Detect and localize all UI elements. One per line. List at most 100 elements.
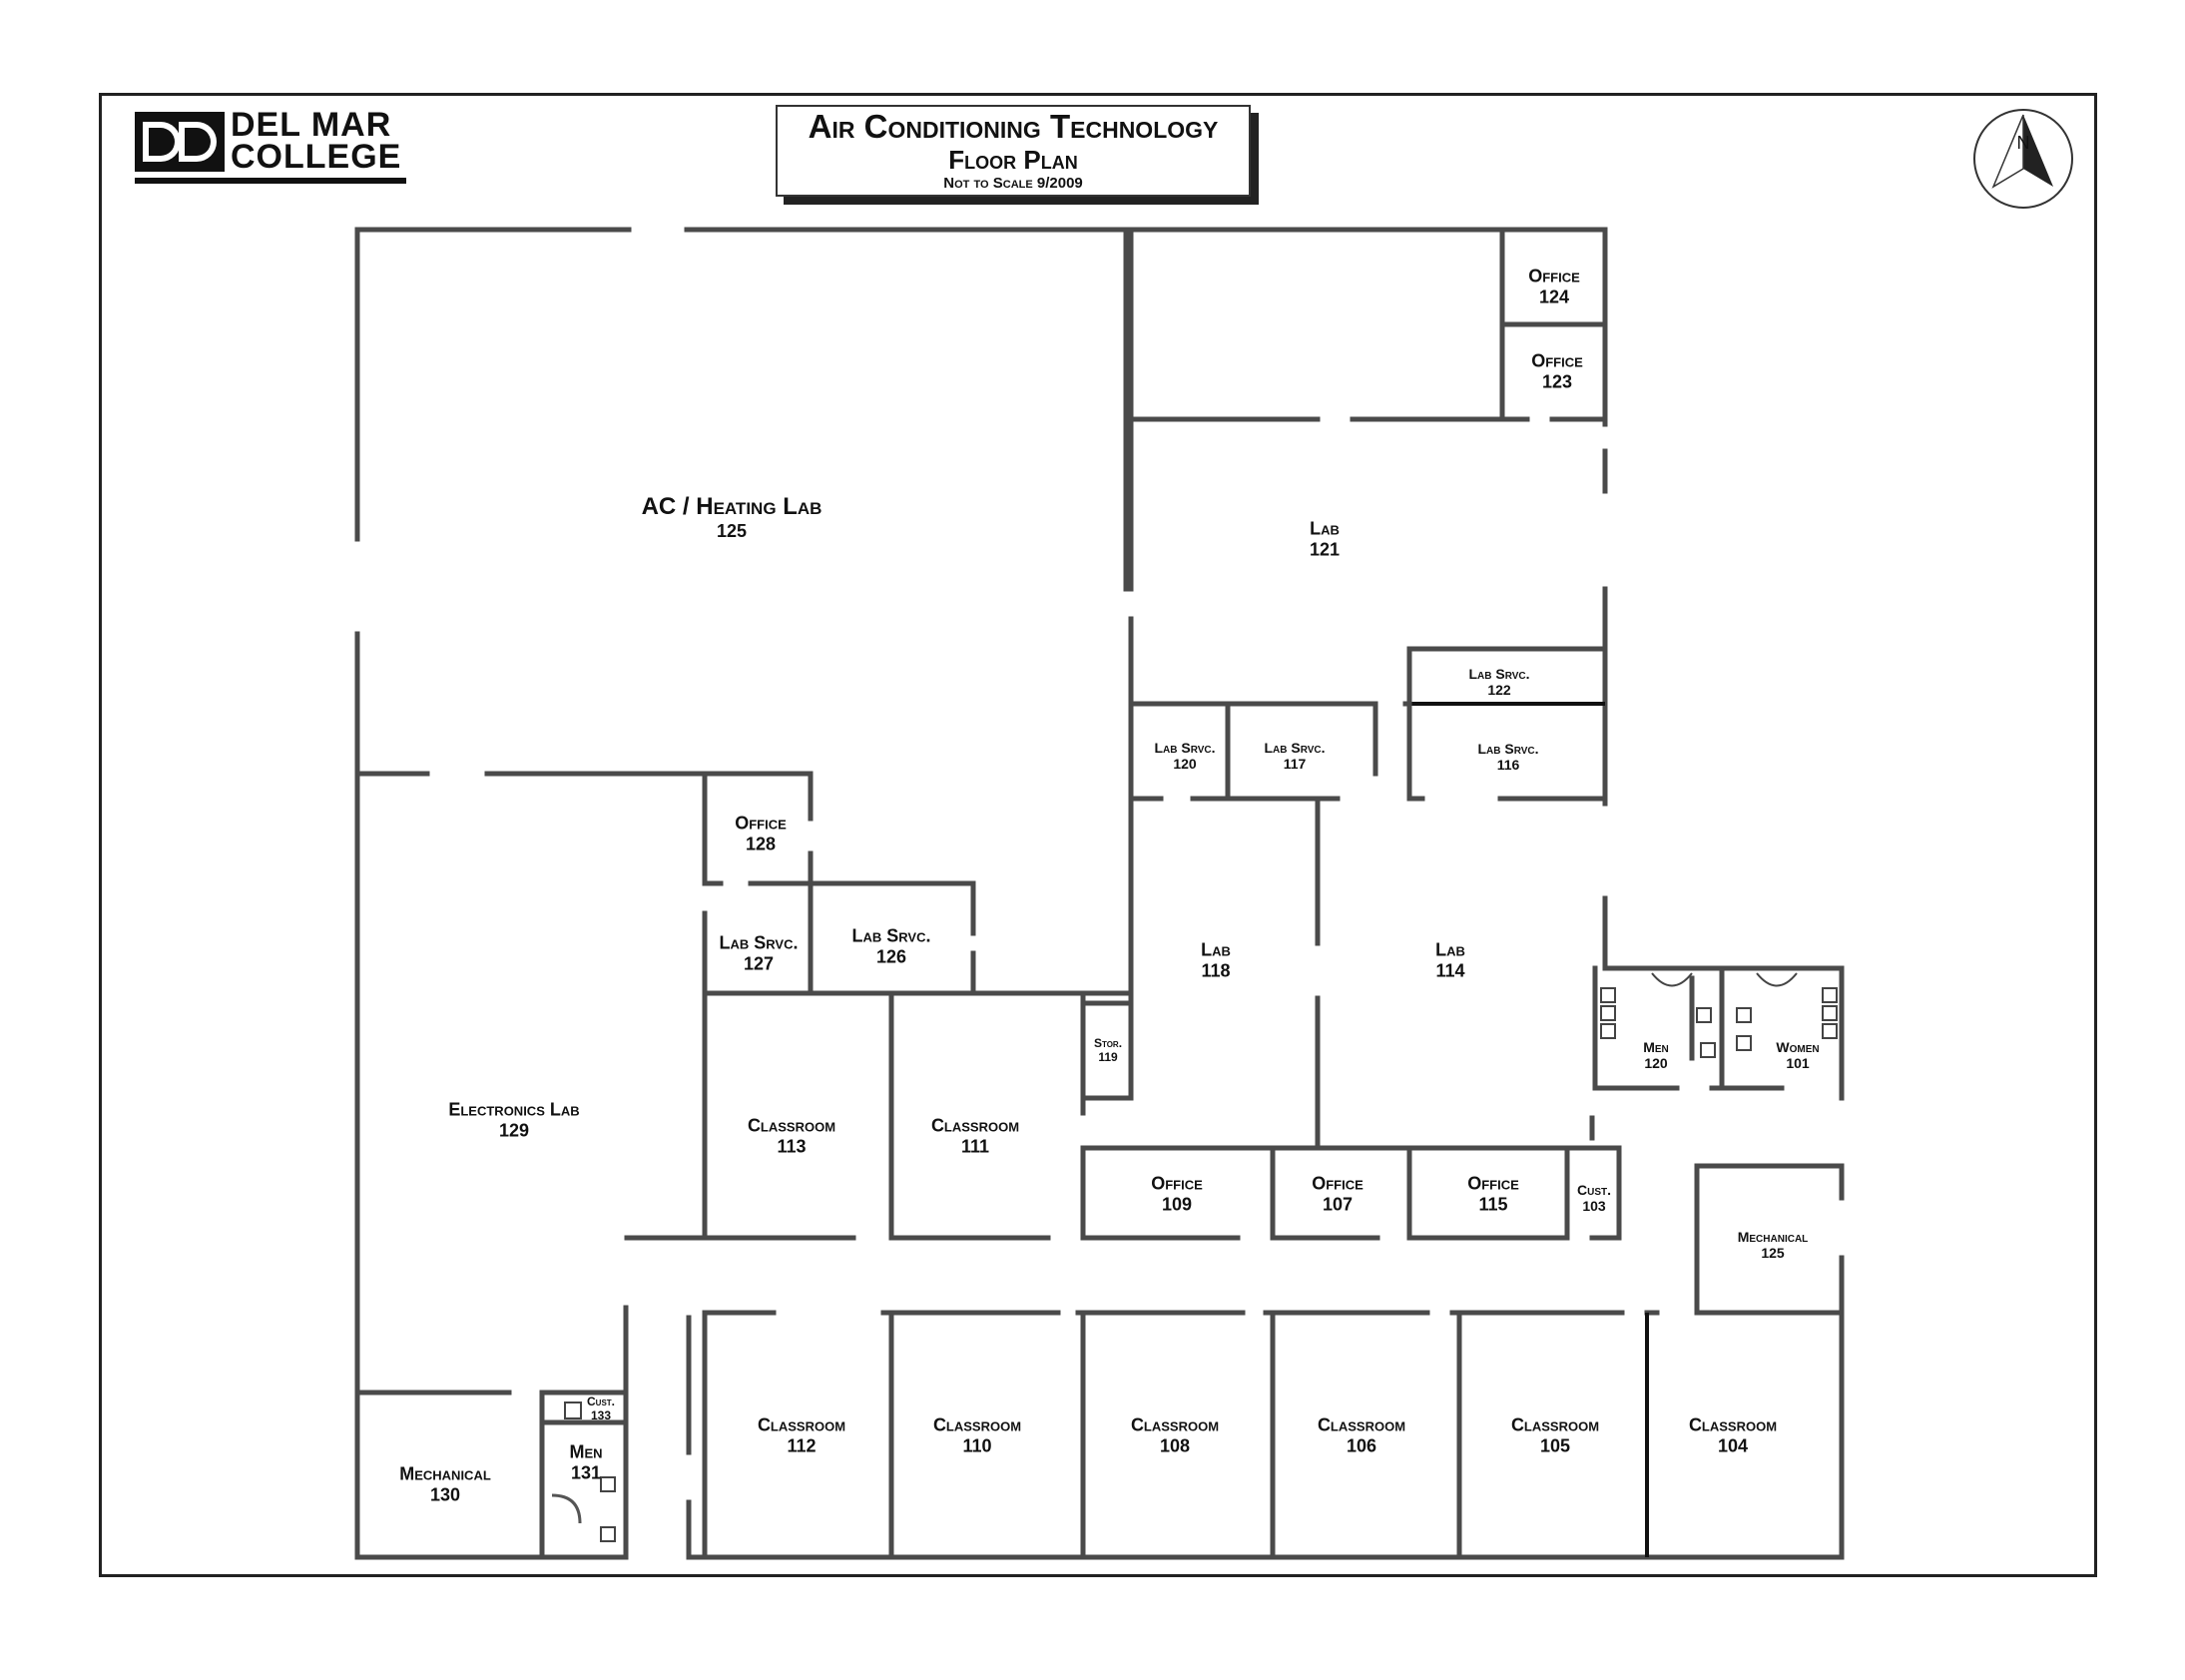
room-number: 110: [962, 1435, 992, 1455]
room-mechanical-130: Mechanical 130: [399, 1463, 491, 1504]
room-number: 122: [1487, 682, 1511, 698]
room-number: 133: [590, 1408, 612, 1422]
room-classroom-110: Classroom 110: [933, 1414, 1021, 1455]
room-men-120: Men 120: [1643, 1039, 1669, 1071]
room-name: Office: [1467, 1173, 1519, 1194]
room-name: AC / Heating Lab: [641, 492, 822, 520]
room-name: Mechanical: [1737, 1228, 1809, 1245]
room-number: 113: [777, 1136, 807, 1156]
room-classroom-108: Classroom 108: [1131, 1414, 1219, 1455]
room-office-107: Office 107: [1312, 1173, 1364, 1214]
room-lab-121: Lab 121: [1310, 518, 1340, 559]
room-name: Stor.: [1093, 1036, 1123, 1051]
page-border: [99, 93, 2097, 1577]
del-mar-college-logo: DEL MAR COLLEGE: [135, 108, 414, 184]
plan-title: Air Conditioning Technology: [808, 108, 1219, 145]
room-name: Classroom: [1317, 1414, 1406, 1435]
room-classroom-104: Classroom 104: [1689, 1414, 1777, 1455]
room-name: Classroom: [1510, 1414, 1600, 1435]
room-number: 124: [1538, 286, 1570, 306]
room-number: 119: [1098, 1050, 1118, 1064]
room-name: Lab Srvc.: [1264, 739, 1326, 756]
room-number: 104: [1717, 1435, 1749, 1455]
room-lab-srvc-117: Lab Srvc. 117: [1264, 740, 1325, 772]
room-name: Men: [1643, 1038, 1669, 1055]
room-classroom-111: Classroom 111: [931, 1115, 1019, 1156]
room-name: Classroom: [1688, 1414, 1778, 1435]
room-name: Lab Srvc.: [1468, 665, 1530, 682]
room-number: 125: [716, 520, 748, 541]
north-letter: N: [2017, 133, 2030, 153]
room-number: 109: [1161, 1194, 1193, 1214]
room-name: Office: [735, 813, 787, 834]
logo-underline: [135, 178, 406, 184]
room-name: Classroom: [930, 1115, 1020, 1136]
room-office-115: Office 115: [1467, 1173, 1519, 1214]
room-number: 125: [1761, 1245, 1785, 1261]
room-number: 121: [1309, 539, 1341, 559]
room-office-124: Office 124: [1528, 266, 1580, 306]
room-number: 130: [429, 1484, 461, 1504]
room-cust-103: Cust. 103: [1577, 1182, 1611, 1214]
room-mechanical-125: Mechanical 125: [1738, 1229, 1809, 1261]
logo-line-2: COLLEGE: [231, 138, 402, 176]
room-name: Office: [1528, 266, 1580, 286]
room-name: Lab Srvc.: [1154, 739, 1216, 756]
room-number: 118: [1201, 960, 1231, 980]
room-name: Office: [1531, 350, 1583, 371]
scale-note: Not to Scale 9/2009: [943, 175, 1083, 192]
room-name: Cust.: [587, 1395, 615, 1409]
room-name: Office: [1151, 1173, 1203, 1194]
room-lab-srvc-122: Lab Srvc. 122: [1468, 666, 1529, 698]
interior-walls: [354, 227, 1845, 1560]
room-office-123: Office 123: [1531, 350, 1583, 391]
room-number: 120: [1644, 1055, 1668, 1071]
room-lab-srvc-126: Lab Srvc. 126: [852, 925, 931, 966]
room-name: Office: [1312, 1173, 1364, 1194]
room-number: 129: [498, 1120, 530, 1140]
plan-subtitle: Floor Plan: [948, 145, 1078, 175]
exterior-walls: [354, 227, 1845, 1560]
room-name: Electronics Lab: [448, 1099, 580, 1120]
room-number: 123: [1541, 371, 1573, 391]
room-name: Men: [569, 1441, 603, 1462]
room-classroom-105: Classroom 105: [1511, 1414, 1599, 1455]
logo-line-1: DEL MAR: [231, 106, 392, 144]
room-number: 101: [1786, 1055, 1810, 1071]
room-number: 111: [960, 1136, 990, 1156]
room-number: 103: [1582, 1198, 1606, 1214]
room-classroom-113: Classroom 113: [748, 1115, 835, 1156]
room-lab-srvc-120: Lab Srvc. 120: [1154, 740, 1215, 772]
room-lab-118: Lab 118: [1201, 939, 1231, 980]
college-logo-mark-icon: [135, 112, 225, 172]
north-arrow-icon: N: [1973, 109, 2073, 209]
room-name: Classroom: [747, 1115, 836, 1136]
room-number: 115: [1478, 1194, 1508, 1214]
restroom-fixtures: [551, 972, 1838, 1542]
room-name: Classroom: [757, 1414, 846, 1435]
room-lab-srvc-116: Lab Srvc. 116: [1477, 741, 1538, 773]
room-name: Lab Srvc.: [851, 925, 931, 946]
room-electronics-lab: Electronics Lab 129: [448, 1099, 579, 1140]
room-number: 131: [570, 1462, 602, 1482]
room-number: 127: [743, 953, 775, 973]
room-number: 112: [787, 1435, 817, 1455]
room-name: Cust.: [1577, 1181, 1611, 1198]
room-name: Lab Srvc.: [1477, 740, 1539, 757]
room-name: Classroom: [932, 1414, 1022, 1435]
room-women-101: Women 101: [1776, 1039, 1819, 1071]
room-classroom-106: Classroom 106: [1318, 1414, 1405, 1455]
room-men-131: Men 131: [569, 1441, 602, 1482]
room-name: Women: [1776, 1038, 1820, 1055]
room-number: 114: [1435, 960, 1465, 980]
room-office-128: Office 128: [735, 813, 787, 853]
room-lab-srvc-127: Lab Srvc. 127: [720, 932, 799, 973]
room-cust-133: Cust. 133: [587, 1395, 615, 1423]
room-number: 107: [1322, 1194, 1354, 1214]
room-number: 106: [1346, 1435, 1377, 1455]
room-classroom-112: Classroom 112: [758, 1414, 845, 1455]
room-ac-heating-lab: AC / Heating Lab 125: [642, 493, 822, 541]
room-number: 117: [1283, 756, 1307, 772]
room-name: Classroom: [1130, 1414, 1220, 1435]
